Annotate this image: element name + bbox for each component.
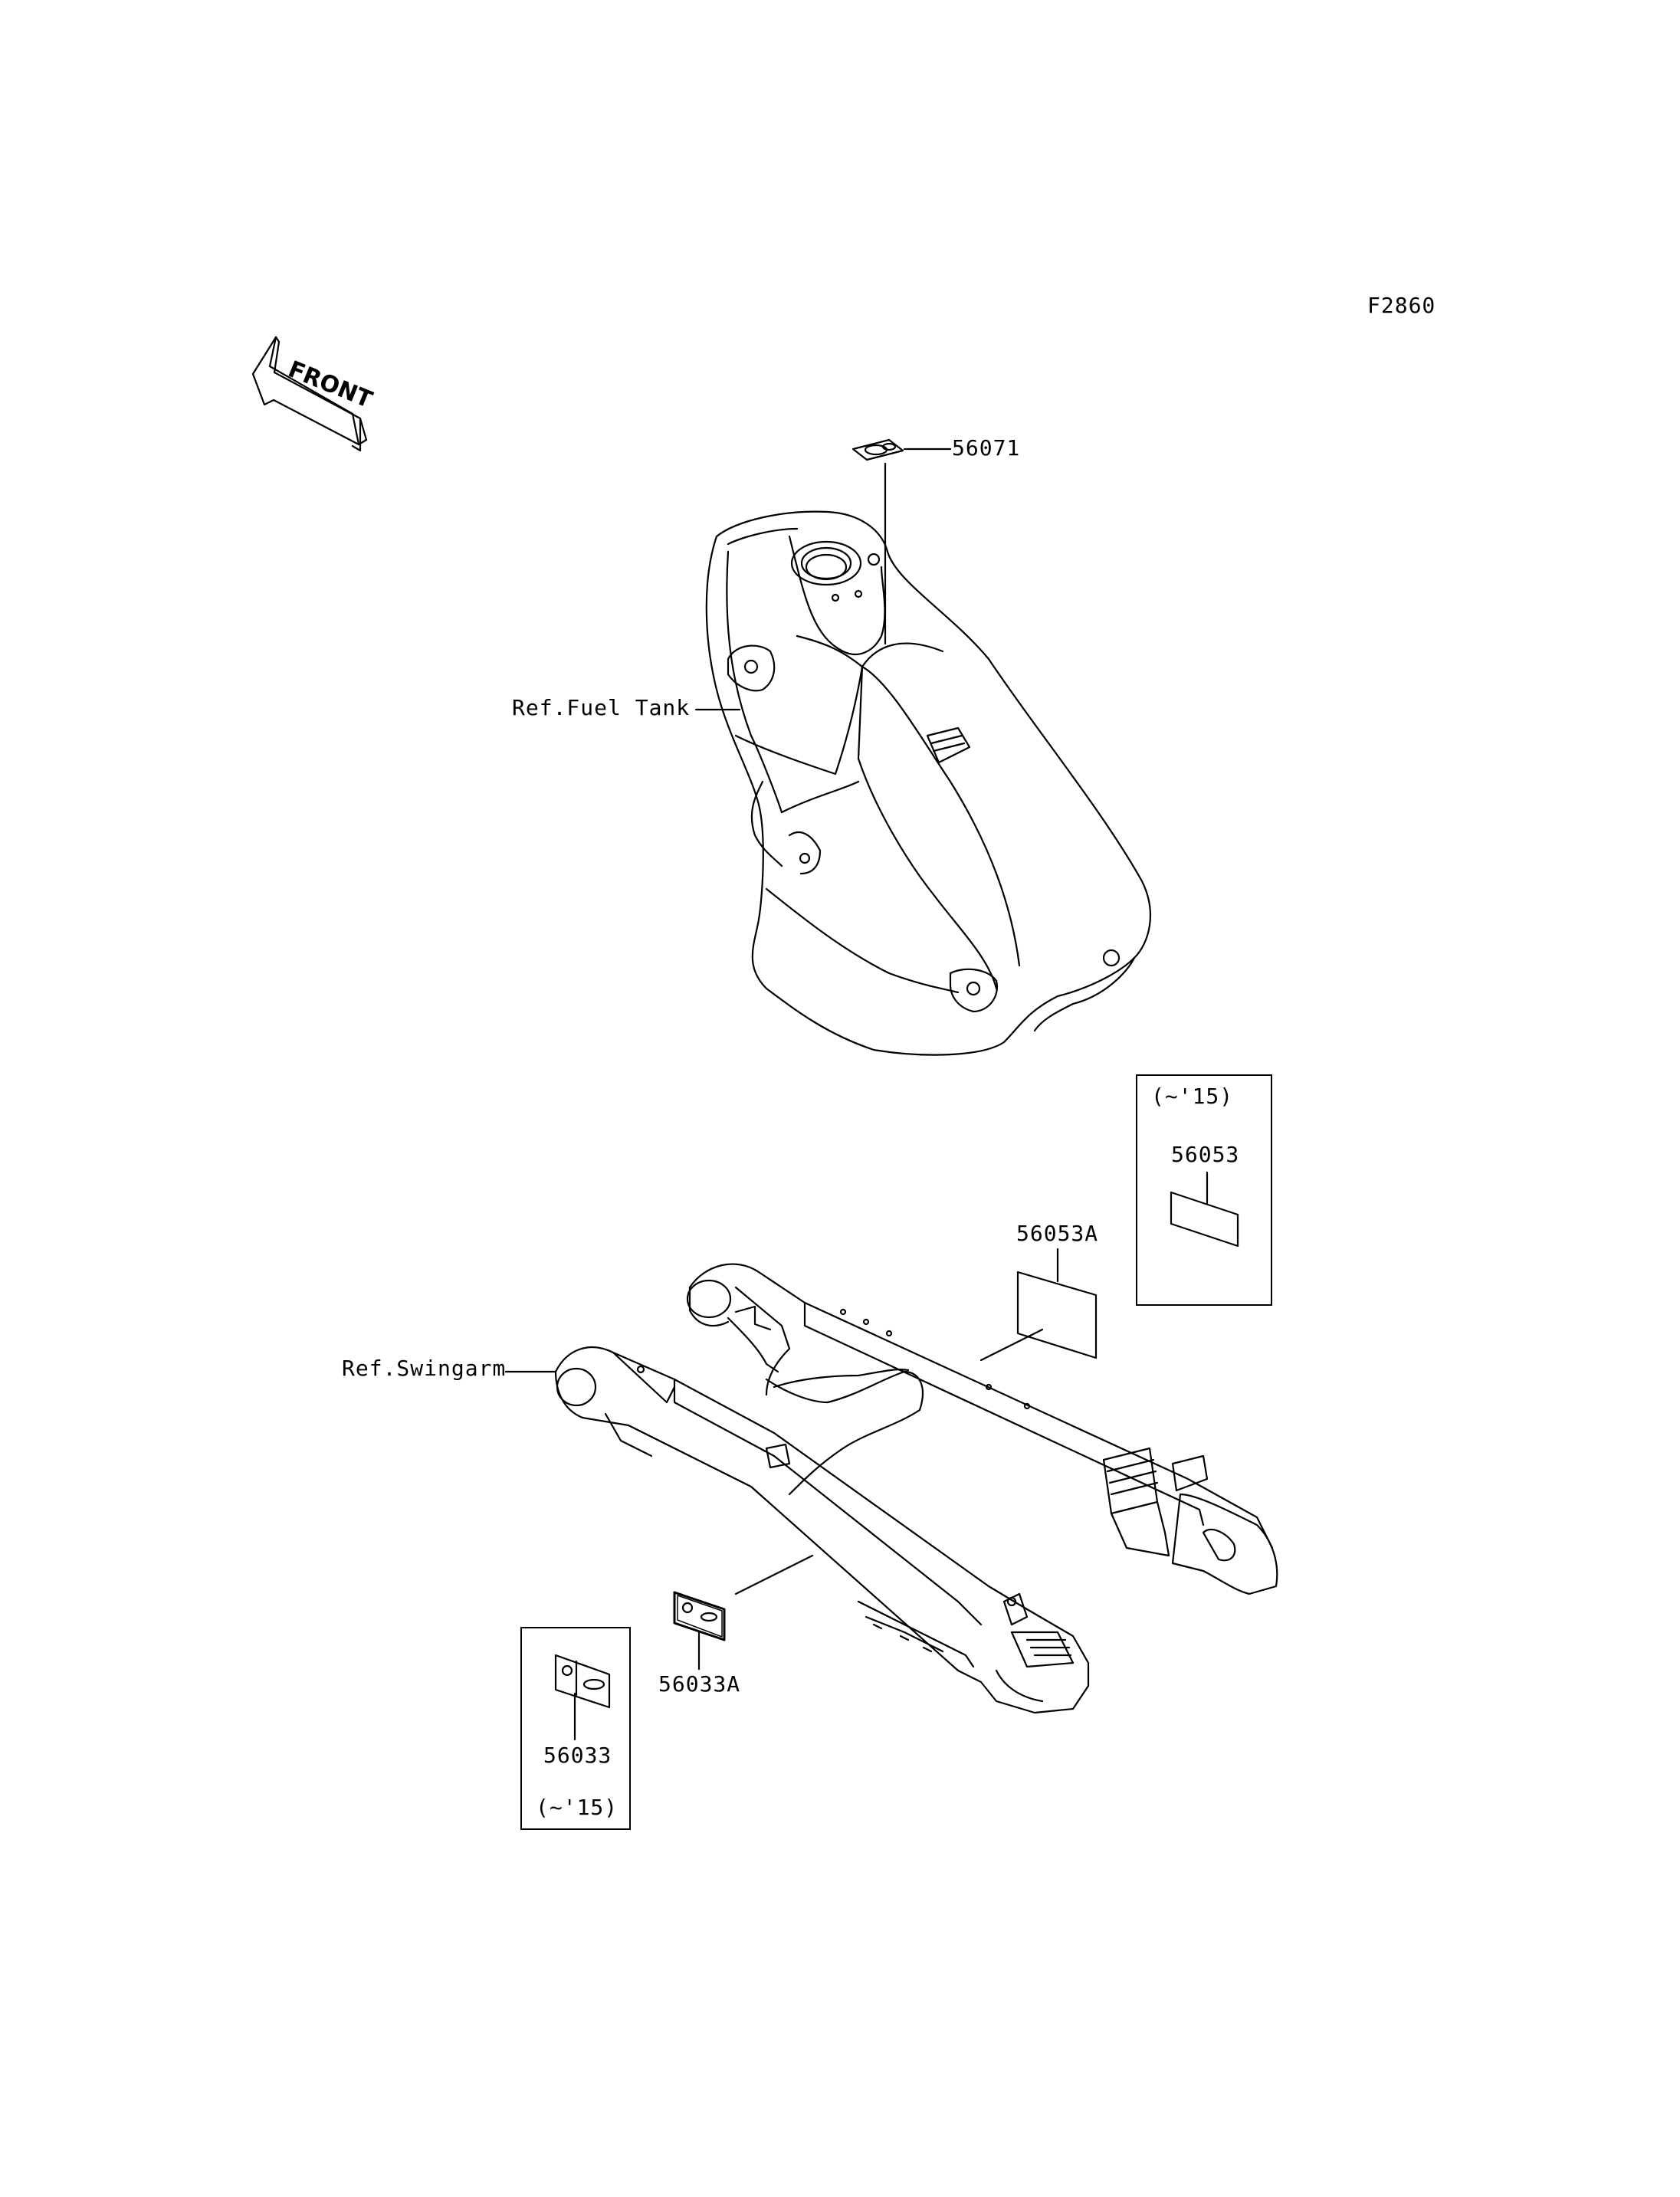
part-number-56053A[interactable]: 56053A — [1016, 1221, 1099, 1246]
box-56033 — [520, 1627, 631, 1830]
box-56033-note: (~'15) — [536, 1795, 619, 1820]
leader-56053A-down — [979, 1328, 1044, 1362]
ref-fuel-tank-label[interactable]: Ref.Fuel Tank — [512, 695, 691, 720]
diagram-code: F2860 — [1367, 293, 1436, 318]
box-56053-note: (~'15) — [1151, 1084, 1234, 1109]
part-number-56071[interactable]: 56071 — [952, 435, 1021, 461]
leader-56033A-up — [734, 1554, 814, 1595]
swingarm-drawing — [554, 1263, 1278, 1714]
label-56033A-icon — [673, 1591, 726, 1641]
label-56053A-icon — [1016, 1271, 1098, 1359]
label-56071-icon — [851, 438, 904, 461]
label-56033-icon — [554, 1654, 611, 1709]
front-arrow-text: FRONT — [284, 356, 376, 414]
front-arrow-icon: FRONT — [251, 336, 376, 452]
ref-swingarm-label[interactable]: Ref.Swingarm — [342, 1356, 507, 1381]
box-56053 — [1136, 1074, 1272, 1306]
label-56053-icon — [1170, 1191, 1239, 1248]
part-number-56053[interactable]: 56053 — [1171, 1142, 1240, 1167]
part-number-56033A[interactable]: 56033A — [658, 1671, 741, 1697]
fuel-tank-drawing — [705, 510, 1151, 1056]
part-number-56033[interactable]: 56033 — [543, 1743, 612, 1768]
